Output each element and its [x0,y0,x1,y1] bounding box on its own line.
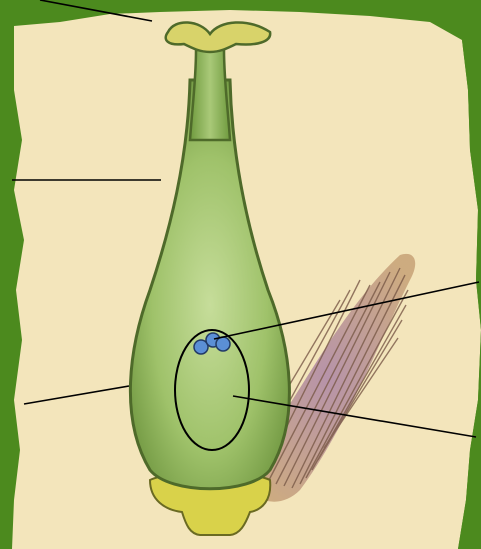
synergid-cell-right [216,337,230,351]
top-border [0,0,481,10]
left-border [0,0,12,549]
style [190,50,230,140]
